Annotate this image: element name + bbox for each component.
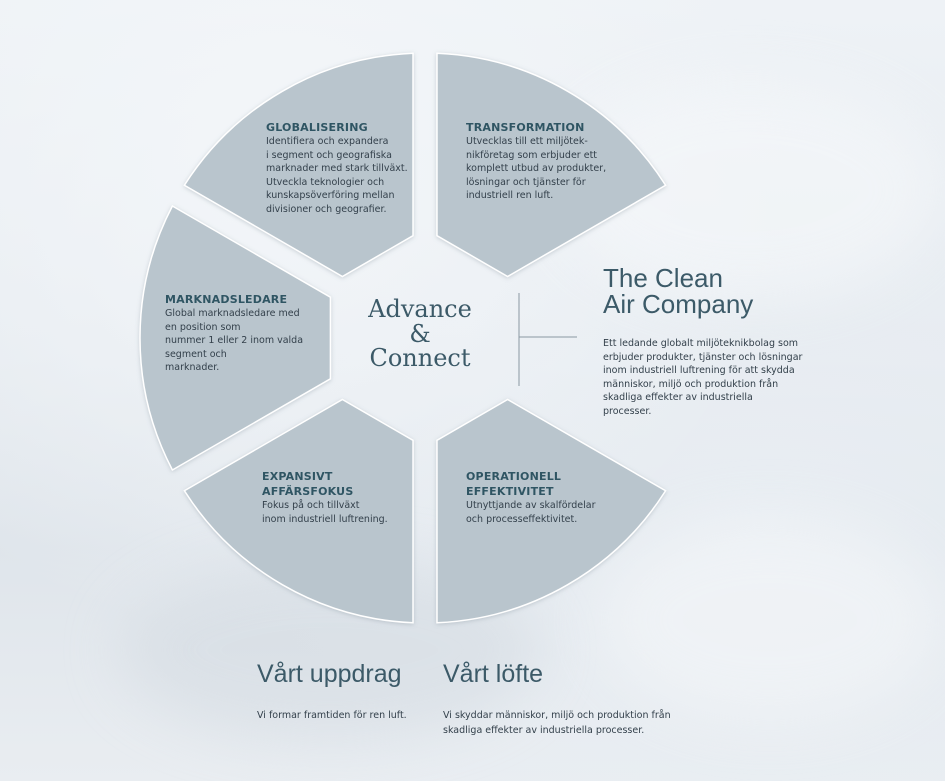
center-label-line: & [409, 319, 431, 348]
segment-globalisering: GLOBALISERING Identifiera och expandera … [266, 120, 408, 217]
segment-operationell-effektivitet: OPERATIONELL EFFEKTIVITET Utnyttjande av… [466, 469, 596, 526]
segment-title: EXPANSIVT AFFÄRSFOKUS [262, 470, 354, 498]
company-description: Ett ledande globalt miljöteknikbolag som… [603, 338, 803, 417]
mission-body: Vi formar framtiden för ren luft. [257, 710, 407, 721]
mission-heading: Vårt uppdrag [257, 660, 402, 688]
segment-expansivt-affarsfokus: EXPANSIVT AFFÄRSFOKUS Fokus på och tillv… [262, 469, 388, 526]
segment-title: TRANSFORMATION [466, 121, 585, 134]
segment-shape-globalisering [183, 52, 414, 278]
center-label-line: Advance [368, 295, 472, 323]
segment-marknadsledare: MARKNADSLEDARE Global marknadsledare med… [165, 292, 303, 375]
segment-title: MARKNADSLEDARE [165, 293, 288, 306]
center-label-line: Connect [369, 344, 471, 372]
company-title-line: Air Company [603, 289, 754, 319]
segment-body: Identifiera och expandera i segment och … [266, 136, 408, 215]
segment-body: Utnyttjande av skalfördelar och processe… [466, 500, 596, 525]
promise-body: Vi skyddar människor, miljö och produkti… [443, 710, 671, 736]
segment-title: GLOBALISERING [266, 121, 368, 134]
segment-shape-expansivt [183, 398, 414, 624]
segment-body: Global marknadsledare med en position so… [165, 308, 304, 374]
segment-shape-operationell [436, 398, 667, 624]
segment-transformation: TRANSFORMATION Utvecklas till ett miljöt… [466, 120, 606, 203]
segment-shape-marknadsledare [139, 204, 332, 472]
segment-title: OPERATIONELL EFFEKTIVITET [466, 470, 562, 498]
promise-heading: Vårt löfte [443, 660, 544, 688]
segment-shape-transformation [436, 52, 667, 278]
company-title-line: The Clean [603, 263, 723, 293]
segment-body: Fokus på och tillväxt inom industriell l… [262, 500, 388, 525]
center-label: Advance & Connect [345, 297, 495, 371]
background-cloud [600, 520, 940, 720]
segment-body: Utvecklas till ett miljötek- nikföretag … [466, 136, 607, 202]
company-title: The Clean Air Company [603, 265, 753, 317]
